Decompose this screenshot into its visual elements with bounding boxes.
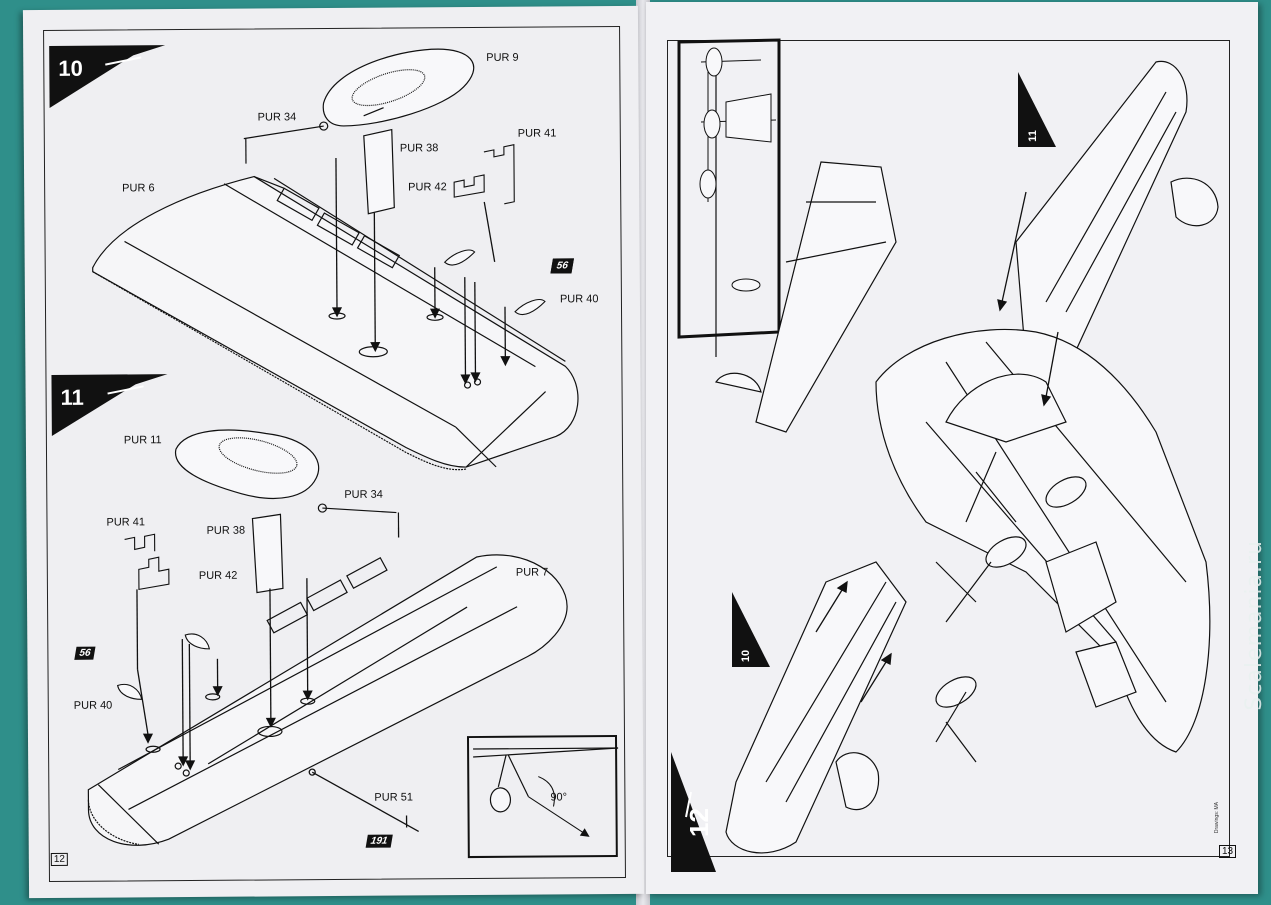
float-pur9-drawing <box>322 48 475 127</box>
page-number-left: 12 <box>50 852 69 866</box>
badge-56-step11: 56 <box>74 646 96 660</box>
inset-front-view <box>677 38 781 357</box>
label-pur11: PUR 11 <box>123 434 162 447</box>
step-11-number: 11 <box>60 384 84 410</box>
drawing-credit: Drawings: MA <box>1214 802 1220 834</box>
step-11-banner <box>51 374 168 436</box>
step-10-banner <box>49 45 166 108</box>
assembly-arrows-11 <box>136 527 400 771</box>
watermark: Scalemania.ru <box>1242 540 1267 711</box>
label-pur34: PUR 34 <box>257 111 297 124</box>
label-pur51: PUR 51 <box>374 791 413 804</box>
right-page: 12 11 10 Drawings: MA 13 <box>646 2 1258 894</box>
callout-11-banner <box>1018 72 1056 147</box>
label-pur41b: PUR 41 <box>106 516 146 529</box>
step-12-number: 12 <box>684 808 714 837</box>
step-12-banner <box>671 752 716 872</box>
strut-pur38-drawing <box>363 128 395 215</box>
left-page-drawings <box>49 45 619 859</box>
callout-10-banner <box>732 592 770 667</box>
right-page-drawings <box>671 38 1219 872</box>
badge-56-step10: 56 <box>550 258 575 274</box>
parts-pur41-42-drawing <box>453 144 515 205</box>
label-pur6: PUR 6 <box>122 182 155 195</box>
inset-angle-detail <box>466 735 619 859</box>
label-pur41: PUR 41 <box>517 127 557 140</box>
label-pur7: PUR 7 <box>515 566 549 579</box>
label-pur9: PUR 9 <box>486 51 519 64</box>
parts-pur40-drawing <box>443 249 546 316</box>
label-pur42b: PUR 42 <box>198 569 238 582</box>
callout-11-number: 11 <box>1026 130 1039 142</box>
page-number-right: 13 <box>1219 845 1237 858</box>
assembly-arrows-12 <box>815 191 1059 703</box>
aircraft-drawing <box>715 60 1219 854</box>
step-10-number: 10 <box>58 55 83 81</box>
label-pur38b: PUR 38 <box>206 524 246 537</box>
strut-pur34-drawing <box>243 121 329 164</box>
strut-pur34b-drawing <box>317 503 400 528</box>
label-pur38: PUR 38 <box>399 142 439 155</box>
wing-pur7-drawing <box>87 554 568 846</box>
badge-191: 191 <box>365 834 393 848</box>
parts-pur41-42b-drawing <box>124 533 170 591</box>
assembly-arrows-10 <box>331 157 511 385</box>
float-pur11-drawing <box>175 429 320 499</box>
wing-pur6-drawing <box>92 175 579 471</box>
parts-pur40b-drawing <box>116 633 211 700</box>
left-page: 10 11 PUR 9 PUR 34 PUR 38 PUR 41 PUR 42 … <box>22 5 645 899</box>
strut-pur38b-drawing <box>251 513 284 594</box>
inset-angle-label: 90° <box>550 791 568 804</box>
label-pur40b: PUR 40 <box>73 699 113 712</box>
page-frame-right <box>667 40 1230 857</box>
rod-pur51-drawing <box>308 768 419 832</box>
label-pur40: PUR 40 <box>559 293 599 306</box>
label-pur42: PUR 42 <box>408 181 447 194</box>
callout-10-number: 10 <box>740 649 753 663</box>
label-pur34b: PUR 34 <box>344 488 383 501</box>
